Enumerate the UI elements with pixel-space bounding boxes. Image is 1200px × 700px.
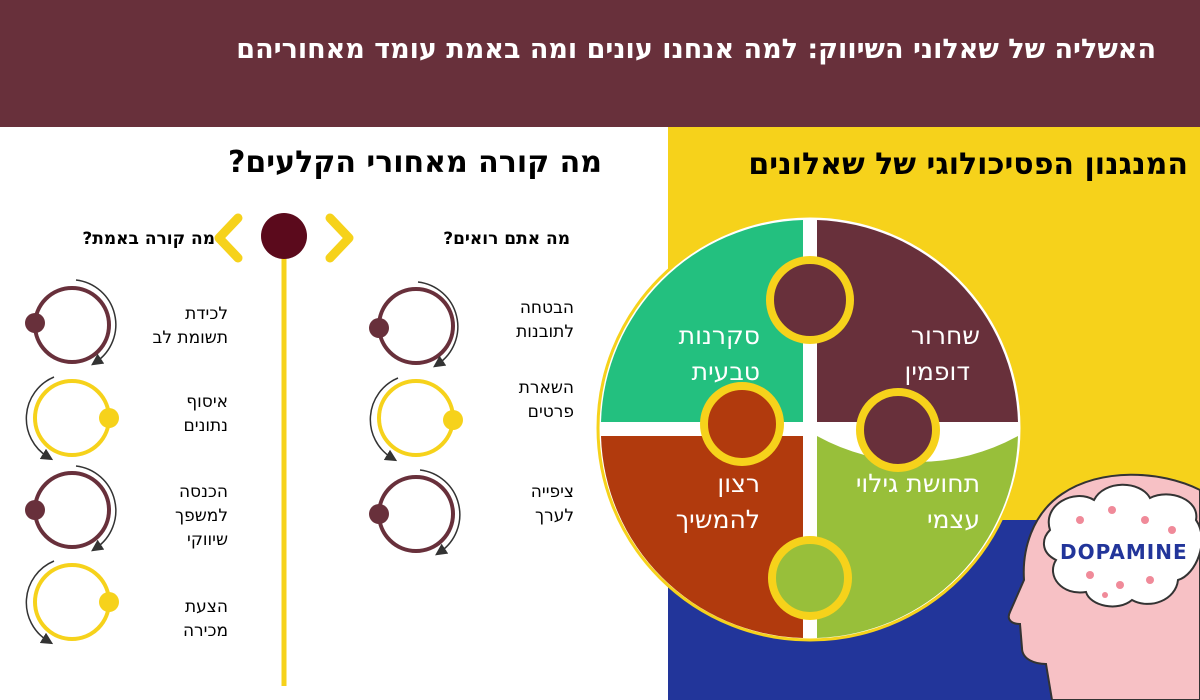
header-bar: האשליה של שאלוני השיווק: למה אנחנו עונים… [0, 0, 1200, 127]
actual-cycle-icon-3 [25, 465, 117, 552]
puzzle-piece-curiosity [601, 220, 803, 422]
page-title: האשליה של שאלוני השיווק: למה אנחנו עונים… [236, 34, 1156, 65]
puzzle-label-dopamine: שחרור דופמין [904, 321, 980, 386]
seen-cycle-icon-2 [369, 377, 463, 462]
puzzle-piece-dopamine [817, 220, 1018, 422]
actual-cycle-icon-1 [25, 279, 117, 366]
actual-cycle-icon-4 [25, 560, 119, 645]
puzzle-label-self-discovery: תחושת גילוי עצמי [855, 469, 980, 534]
brain-icon [1043, 483, 1200, 608]
behind-scenes-title: מה קורה מאחורי הקלעים? [227, 145, 602, 180]
chevron-left-icon [214, 213, 243, 263]
psych-mechanism-title: המנגנון הפסיכולוגי של שאלונים [748, 147, 1188, 182]
chevron-right-icon [325, 213, 354, 263]
timeline-dot [261, 213, 307, 259]
puzzle-piece-self-discovery [817, 436, 1018, 638]
puzzle-label-curiosity: סקרנות טבעית [678, 321, 760, 386]
actual-cycle-icon-2 [25, 376, 119, 461]
what-really-happens-heading: מה קורה באמת? [82, 229, 215, 249]
puzzle-label-continue: רצון להמשיך [675, 469, 760, 534]
seen-cycle-icon-3 [369, 469, 461, 556]
puzzle-piece-continue [601, 436, 803, 638]
seen-cycle-icon-1 [369, 281, 459, 368]
head-illustration [1007, 473, 1200, 700]
puzzle-diagram [596, 214, 1024, 642]
dopamine-label: DOPAMINE [1060, 540, 1188, 564]
what-you-see-heading: מה אתם רואים? [443, 229, 570, 249]
